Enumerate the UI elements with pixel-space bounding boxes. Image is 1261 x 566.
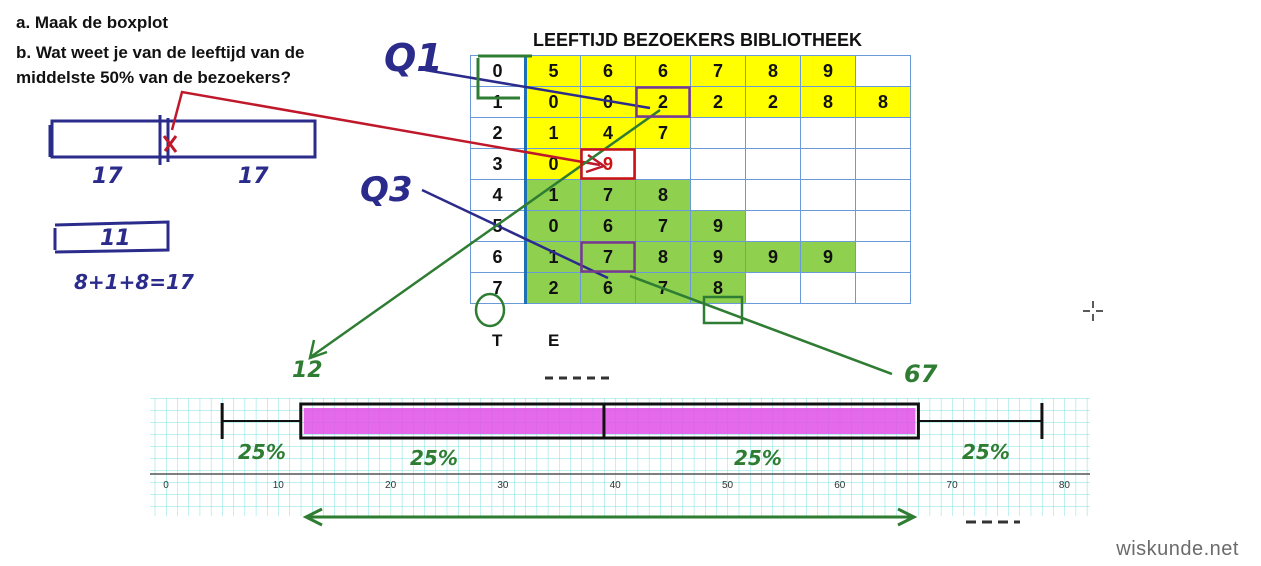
right-half-count: 17 — [238, 164, 269, 189]
q3-value-label: 67 — [904, 360, 938, 388]
leaf-cell — [855, 179, 911, 211]
leaf-cell — [690, 148, 746, 180]
leaf-cell — [855, 148, 911, 180]
leaf-cell — [745, 179, 801, 211]
leaf-cell: 9 — [800, 241, 856, 273]
q3-label: Q3 — [360, 170, 413, 210]
box-fill — [303, 408, 916, 434]
leaf-cell — [855, 241, 911, 273]
leaf-cell: 9 — [690, 241, 746, 273]
leaf-cell — [855, 55, 911, 87]
site-credit: wiskunde.net — [1116, 538, 1239, 560]
sum-annotation: 8+1+8=17 — [74, 270, 194, 294]
question-a: a. Maak de boxplot — [16, 13, 169, 32]
leaf-cell: 9 — [745, 241, 801, 273]
pct-label: 25% — [734, 446, 782, 470]
leaf-cell: 2 — [745, 86, 801, 118]
q1-value-label: 12 — [292, 358, 323, 383]
box-outline — [299, 402, 920, 440]
axis-tick-label: 50 — [721, 480, 734, 491]
pct-label: 25% — [962, 440, 1010, 464]
axis-tick-label: 20 — [385, 480, 397, 491]
axis-tick-label: 80 — [1058, 480, 1070, 491]
left-half-count: 17 — [92, 164, 123, 189]
leaf-cell — [855, 210, 911, 242]
q1-label: Q1 — [384, 36, 443, 80]
table-title: LEEFTIJD BEZOEKERS BIBLIOTHEEK — [532, 30, 863, 50]
leaf-cell: 8 — [745, 55, 801, 87]
pct-label: 25% — [238, 440, 286, 464]
axis-tick-label: 70 — [946, 480, 958, 491]
middle-count: 11 — [100, 226, 131, 251]
axis-tick-label: 30 — [497, 480, 509, 491]
axis-tick-label: 60 — [834, 480, 846, 491]
leaf-cell: 2 — [690, 86, 746, 118]
question-b: b. Wat weet je van de leeftijd van de mi… — [16, 43, 305, 87]
leaf-cell — [690, 179, 746, 211]
axis-tick-label: 40 — [609, 480, 621, 491]
axis-tick-label: 0 — [163, 480, 169, 491]
leaf-cell: 8 — [855, 86, 911, 118]
leaf-cell: 9 — [800, 55, 856, 87]
crosshair-cursor-icon — [1083, 301, 1103, 321]
pct-label: 25% — [410, 446, 458, 470]
leaf-cell — [800, 117, 856, 149]
axis-tick-label: 10 — [272, 480, 284, 491]
